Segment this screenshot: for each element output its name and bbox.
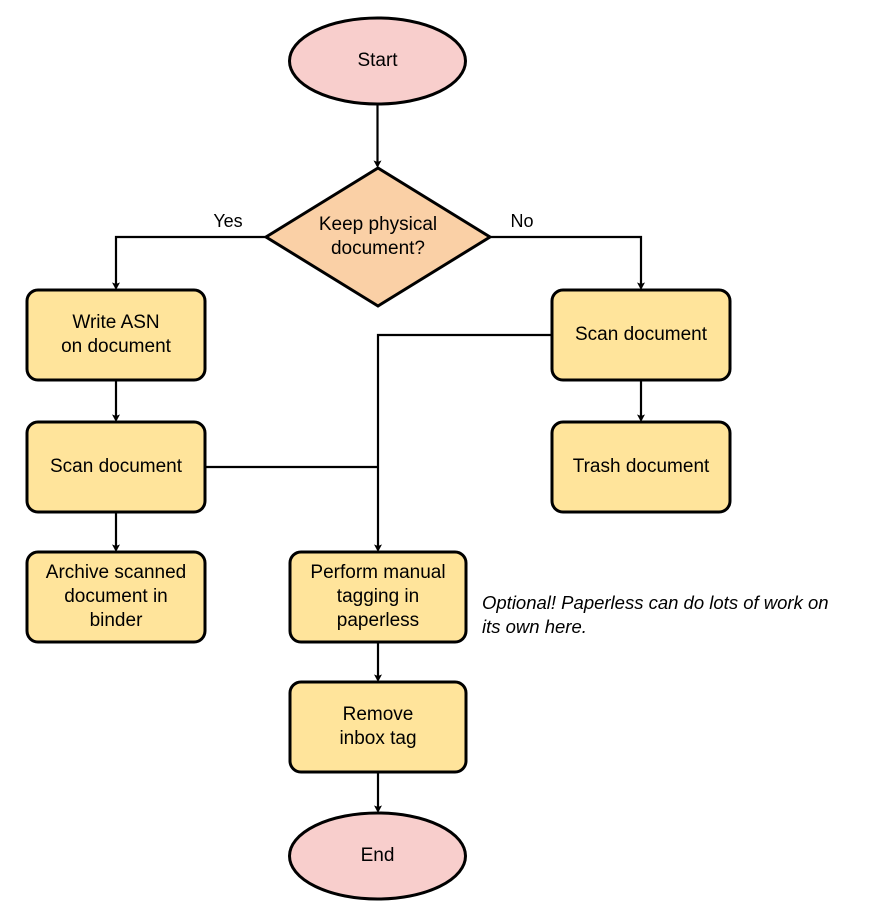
shape-rounded-rect [288,550,468,644]
shape-ellipse [288,16,467,106]
annotation-optional-note: Optional! Paperless can do lots of work … [482,592,829,637]
shape-rounded-rect [288,680,468,774]
node-scan_right[interactable]: Scan document [550,288,732,382]
node-label-trash: Trash document [573,456,710,477]
edges-layer [112,104,645,813]
shape-diamond [263,166,493,308]
shape-rounded-rect [25,550,207,644]
node-scan_left[interactable]: Scan document [25,420,207,514]
edge-label-yes: Yes [213,211,242,231]
node-start[interactable]: Start [288,16,467,106]
node-end[interactable]: End [288,811,467,901]
shape-ellipse [288,811,467,901]
edge-label-no: No [510,211,533,231]
edge-labels-layer: Yes No [213,211,533,231]
shape-rounded-rect [550,288,732,382]
annotations-layer: Optional! Paperless can do lots of work … [482,592,829,637]
node-label-start: Start [357,50,398,71]
edge-scan-right-to-manual-tagging [374,333,552,552]
node-label-scan_right: Scan document [575,324,708,345]
node-label-end: End [361,845,395,866]
shape-rounded-rect [25,288,207,382]
shape-rounded-rect [25,420,207,514]
edge-decision-no-to-scan-right [490,235,645,290]
node-label-scan_left: Scan document [50,456,183,477]
shape-rounded-rect [550,420,732,514]
edge-decision-yes-to-write-asn [112,235,266,290]
node-trash[interactable]: Trash document [550,420,732,514]
